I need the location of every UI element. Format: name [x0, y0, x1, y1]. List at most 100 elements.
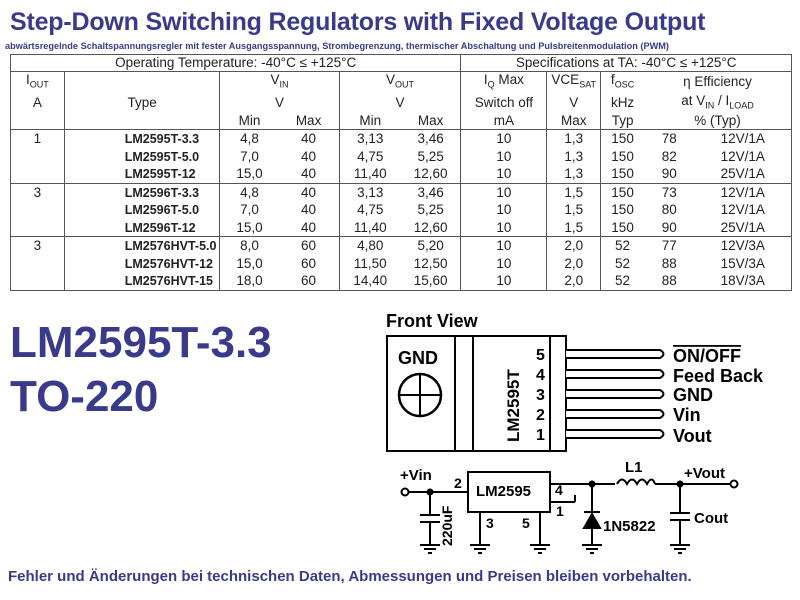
- fosc-header-3: Typ: [600, 113, 644, 131]
- fosc-header-1: fOSC: [600, 70, 644, 93]
- iq-header-1: IQ Max: [460, 70, 548, 93]
- package-part-vertical: LM2595T: [504, 369, 523, 442]
- fosc-cell: 52: [615, 238, 631, 254]
- vout-max-cell: 15,60: [400, 272, 462, 291]
- pin-number: 2: [536, 407, 545, 424]
- pin2-label: 2: [454, 475, 462, 491]
- eff-cell: 77: [661, 238, 677, 254]
- pin-name: ON/OFF: [673, 346, 741, 366]
- vin-min-cell: 7,0: [240, 202, 259, 218]
- vout-unit: V: [339, 92, 462, 114]
- type-cell: LM2595T-12: [64, 165, 221, 184]
- fosc-header-2: kHz: [610, 95, 635, 111]
- load-cell: 12V/1A: [694, 129, 792, 148]
- vin-max-cell: 60: [278, 254, 340, 273]
- type-cell: LM2576HVT-5.0: [64, 236, 221, 255]
- vout-header: VOUT: [339, 70, 462, 93]
- vout-max-header: Max: [400, 113, 462, 131]
- type-header-top: [64, 70, 221, 93]
- type-cell: LM2596T-12: [64, 218, 221, 238]
- page-title: Step-Down Switching Regulators with Fixe…: [10, 8, 706, 36]
- fosc-cell: 52: [600, 272, 644, 291]
- fosc-cell: 150: [600, 218, 644, 238]
- eff-cell: 90: [643, 218, 695, 238]
- pin4-label: 4: [555, 482, 563, 498]
- vce-cell: 2,0: [546, 254, 602, 273]
- diode-icon: [582, 511, 602, 529]
- vout-max-cell: 12,60: [400, 218, 462, 238]
- vce-cell: 1,5: [546, 201, 602, 219]
- vin-min-cell: 4,8: [240, 184, 259, 200]
- vout-min-cell: 3,13: [357, 184, 384, 200]
- spec-table: Operating Temperature: -40°C ≤ +125°C Sp…: [9, 54, 792, 291]
- table-row: LM2595T-5.0 7,0 40 4,75 5,25 10 1,3 150 …: [10, 147, 792, 166]
- fosc-cell: 150: [611, 131, 634, 147]
- type-cell: LM2595T-5.0: [64, 147, 221, 166]
- vout-max-cell: 5,25: [400, 201, 462, 219]
- pin-name: Vin: [673, 405, 701, 425]
- type-header: Type: [64, 92, 221, 114]
- pin-number: 1: [536, 427, 545, 444]
- iq-cell: 10: [460, 254, 548, 273]
- ic-label: LM2595: [476, 483, 531, 500]
- pin3-label: 3: [486, 515, 494, 531]
- vout-max-cell: 3,46: [400, 183, 462, 202]
- fosc-cell: 150: [600, 165, 644, 184]
- eff-cell: 78: [661, 131, 677, 147]
- spec-temp-header: Specifications at TA: -40°C ≤ +125°C: [460, 54, 792, 72]
- load-cell: 12V/3A: [694, 236, 792, 255]
- vin-max-cell: 40: [278, 201, 340, 219]
- vout-max-cell: 12,50: [400, 254, 462, 273]
- vin-terminal: [400, 487, 410, 497]
- table-row: 3 LM2596T-3.3 4,8 40 3,13 3,46 10 1,5 15…: [10, 183, 792, 202]
- vin-min-cell: 15,0: [236, 255, 263, 271]
- type-cell: LM2576HVT-15: [64, 272, 221, 291]
- vin-min-cell: 18,0: [219, 272, 279, 291]
- vout-label: +Vout: [684, 465, 725, 482]
- load-cell: 25V/1A: [694, 218, 792, 238]
- table-row: LM2576HVT-15 18,0 60 14,40 15,60 10 2,0 …: [10, 272, 792, 291]
- fosc-cell: 150: [611, 202, 634, 218]
- vout-min-cell: 11,50: [353, 255, 387, 271]
- pin-name: Feed Back: [673, 366, 764, 386]
- pin-number: 3: [536, 387, 545, 404]
- eff-cell: 90: [643, 165, 695, 184]
- inductor-icon: [616, 478, 656, 487]
- vin-max-cell: 40: [278, 129, 340, 148]
- iq-cell: 10: [460, 218, 548, 238]
- vce-header-2: V: [546, 92, 602, 114]
- schematic: [400, 471, 739, 554]
- iq-cell: 10: [460, 129, 548, 148]
- diode-label: 1N5822: [603, 518, 656, 535]
- cap-in-label: 220uF: [439, 505, 455, 546]
- type-cell: LM2596T-3.3: [64, 183, 221, 202]
- vout-max-cell: 5,25: [400, 147, 462, 166]
- vce-cell: 2,0: [546, 236, 602, 255]
- iout-header: IOUT: [10, 70, 65, 93]
- iq-cell: 10: [460, 236, 548, 255]
- cout-label: Cout: [694, 510, 728, 527]
- load-cell: 12V/1A: [694, 183, 792, 202]
- vin-min-cell: 15,0: [219, 165, 279, 184]
- iq-cell: 10: [460, 272, 548, 291]
- vin-min-cell: 4,8: [240, 131, 259, 147]
- vce-cell: 1,3: [546, 129, 602, 148]
- iout-cell: 3: [10, 183, 65, 202]
- pin5-label: 5: [522, 515, 530, 531]
- pin-number: 4: [536, 367, 545, 384]
- vout-min-header: Min: [339, 113, 401, 131]
- fosc-cell: 52: [615, 255, 631, 271]
- eff-header-2: at VIN / ILOAD: [643, 92, 792, 114]
- table-row: LM2576HVT-12 15,0 60 11,50 12,50 10 2,0 …: [10, 254, 792, 273]
- vce-header-3: Max: [546, 113, 602, 131]
- ic-box: [467, 471, 551, 513]
- vout-terminal: [729, 479, 739, 489]
- iout-unit: A: [10, 92, 65, 114]
- vin-max-cell: 40: [278, 218, 340, 238]
- vout-min-cell: 4,75: [357, 148, 384, 164]
- vout-max-cell: 5,20: [400, 236, 462, 255]
- eff-header-3: % (Typ): [643, 113, 792, 131]
- schematic-labels: +Vin 2 220uF LM2595 4 1 3 5 L1 1N5822 +V…: [400, 459, 728, 546]
- vout-max-cell: 12,60: [400, 165, 462, 184]
